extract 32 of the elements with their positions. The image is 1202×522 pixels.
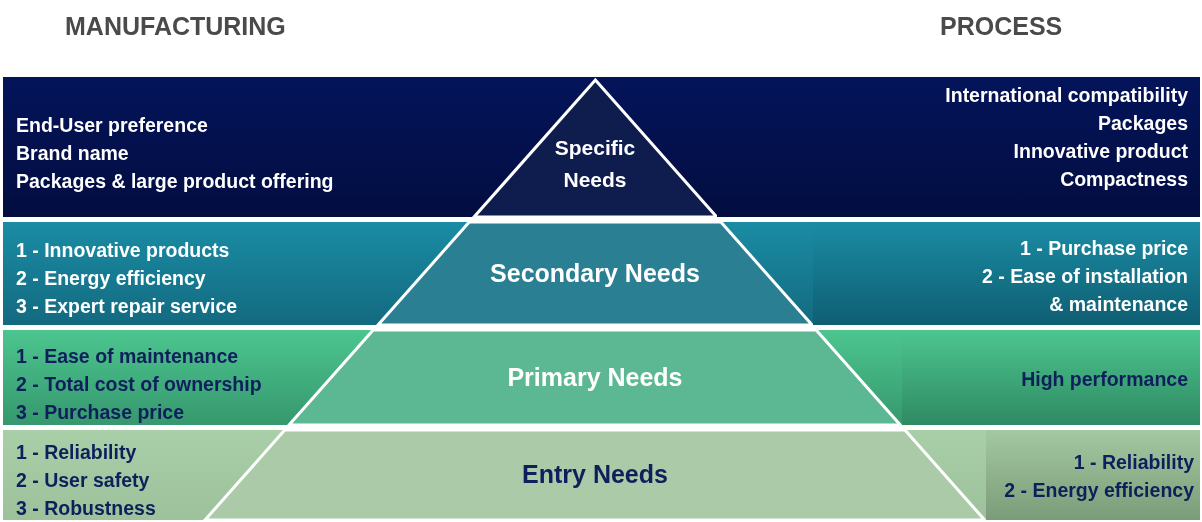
- list-item: End-User preference: [16, 113, 209, 138]
- list-item: Innovative product: [1012, 139, 1188, 164]
- list-item: Packages: [1097, 111, 1188, 136]
- list-item: 2 - Energy efficiency: [1003, 478, 1194, 503]
- needs-band: [3, 222, 1200, 325]
- needs-band: [3, 77, 1200, 217]
- column-heading: PROCESS: [940, 12, 1063, 41]
- side-panel: [985, 430, 1200, 520]
- list-item: 2 - Ease of installation & maintenance: [981, 264, 1188, 317]
- list-item: 3 - Purchase price: [16, 400, 185, 425]
- list-item: Brand name: [16, 141, 130, 166]
- list-item: High performance: [1020, 367, 1188, 392]
- list-item: 3 - Expert repair service: [16, 294, 238, 319]
- list-item: 2 - Energy efficiency: [16, 266, 207, 291]
- list-item: 3 - Robustness: [16, 496, 156, 521]
- list-item: Packages & large product offering: [16, 169, 334, 194]
- list-item: 2 - Total cost of ownership: [16, 372, 262, 397]
- tier-title: Primary Needs: [506, 361, 684, 392]
- tier-title: Secondary Needs: [489, 257, 701, 288]
- list-item: 2 - User safety: [16, 468, 151, 493]
- list-item: Compactness: [1059, 167, 1188, 192]
- list-item: 1 - Innovative products: [16, 238, 231, 263]
- needs-band: [3, 330, 1200, 425]
- list-item: 1 - Reliability: [16, 440, 138, 465]
- list-item: 1 - Ease of maintenance: [16, 344, 240, 369]
- list-item: 1 - Reliability: [1072, 450, 1194, 475]
- list-item: International compatibility: [944, 83, 1188, 108]
- list-item: 1 - Purchase price: [1019, 236, 1188, 261]
- column-heading: MANUFACTURING: [65, 12, 286, 41]
- tier-title: Entry Needs: [521, 459, 669, 489]
- tier-title: Specific Needs: [553, 135, 637, 193]
- needs-band: [3, 430, 1200, 520]
